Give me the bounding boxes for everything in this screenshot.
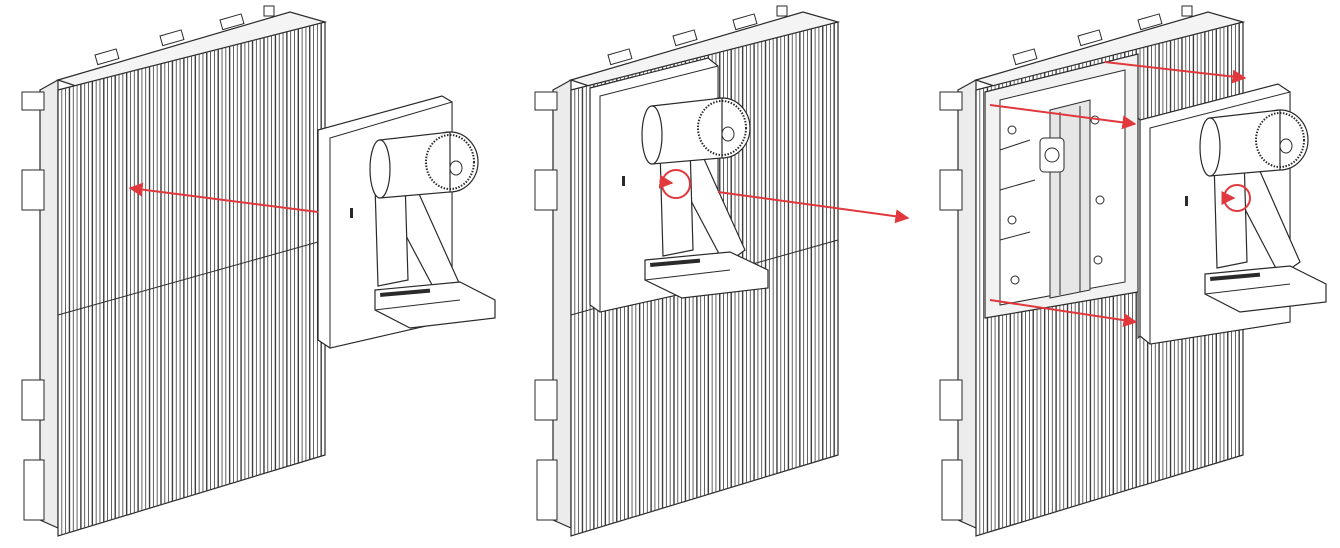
cabinet-interior — [984, 53, 1139, 319]
magnetic-suction-tool-2 — [589, 57, 769, 313]
arrow-upper-left-corner — [989, 104, 1137, 130]
magnetic-suction-tool-1 — [317, 95, 496, 349]
arrow-lower-left-corner — [989, 299, 1138, 328]
arrow-attach — [128, 182, 319, 213]
led-cabinet-1 — [21, 5, 328, 537]
step-3-group — [939, 5, 1327, 537]
step-2-group — [534, 5, 910, 537]
removed-module-with-tool — [1137, 83, 1327, 345]
arrow-top-edge — [1104, 61, 1247, 84]
step-1-group — [21, 5, 496, 537]
arrow-pull-out — [717, 191, 910, 224]
arrow-button-2 — [658, 174, 674, 189]
